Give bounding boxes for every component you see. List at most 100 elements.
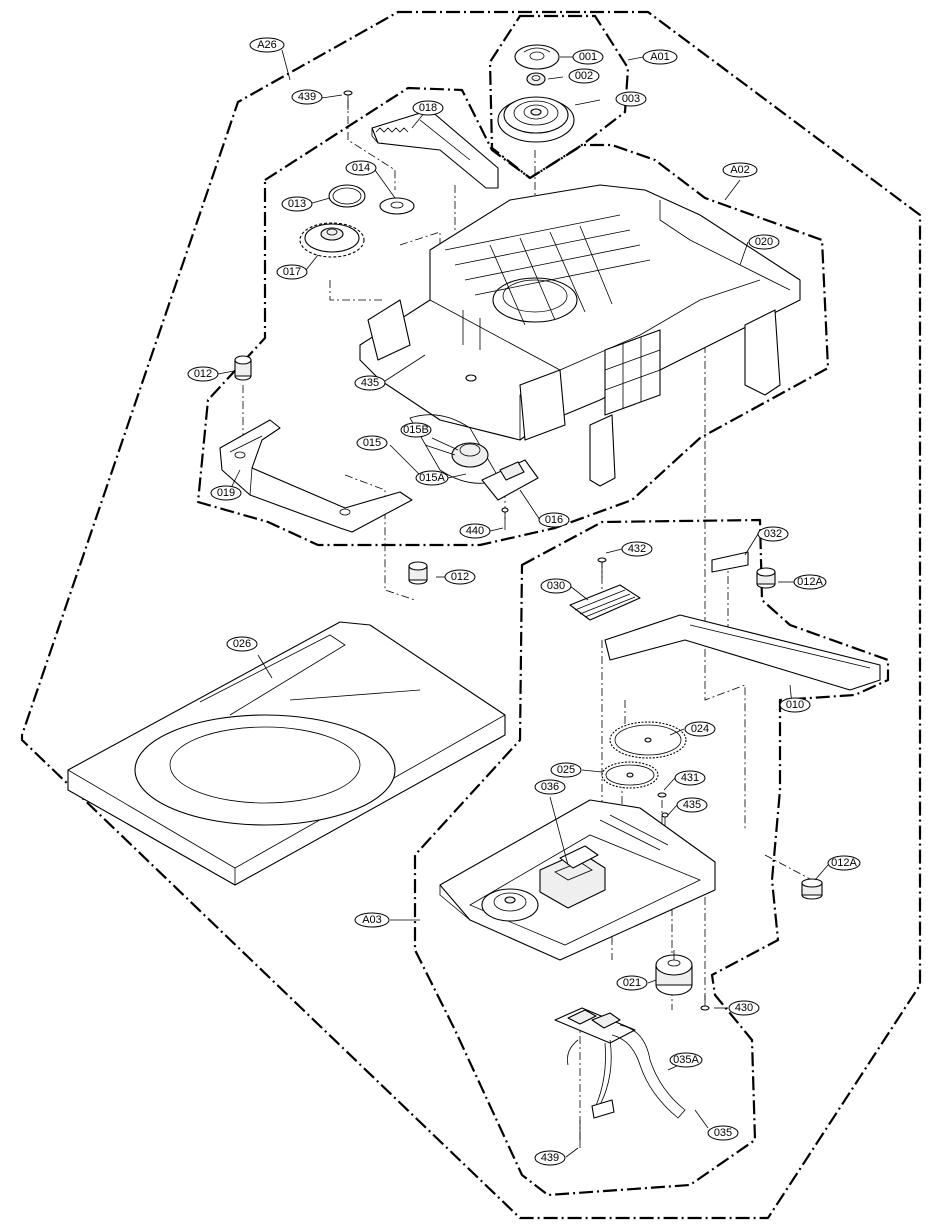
svg-text:432: 432 — [628, 543, 646, 555]
svg-text:020: 020 — [755, 236, 773, 248]
svg-text:026: 026 — [233, 638, 251, 650]
callout-019: 019 — [210, 485, 242, 501]
damper-012-lower — [408, 561, 428, 585]
svg-text:439: 439 — [541, 1152, 559, 1164]
svg-text:010: 010 — [786, 699, 804, 711]
svg-text:015A: 015A — [419, 472, 445, 484]
callout-002: 002 — [568, 68, 600, 84]
callout-030: 030 — [540, 578, 572, 594]
pulley-014 — [379, 197, 415, 215]
callout-036: 036 — [534, 779, 566, 795]
gear-017 — [299, 222, 365, 258]
rack-018 — [371, 109, 499, 189]
svg-text:001: 001 — [579, 51, 597, 63]
screws-435-loader — [462, 310, 481, 382]
svg-text:A26: A26 — [257, 39, 277, 51]
gear-024 — [609, 721, 687, 759]
svg-text:014: 014 — [352, 162, 370, 174]
callout-015b: 015B — [400, 422, 432, 438]
callout-430: 430 — [728, 1000, 760, 1016]
screw-439-top — [343, 90, 353, 110]
disc-tray-026 — [67, 621, 506, 886]
pickup-036 — [559, 845, 599, 869]
callout-025: 025 — [550, 762, 582, 778]
svg-text:018: 018 — [419, 102, 437, 114]
callout-016: 016 — [538, 512, 570, 528]
damper-012-upper — [234, 355, 252, 381]
svg-text:440: 440 — [466, 525, 484, 537]
callout-035a: 035A — [669, 1052, 703, 1068]
callout-a01: A01 — [642, 49, 678, 65]
svg-text:025: 025 — [557, 764, 575, 776]
label-032 — [711, 551, 749, 573]
callout-435-loader: 435 — [354, 375, 386, 391]
svg-text:032: 032 — [764, 528, 782, 540]
callout-020: 020 — [748, 234, 780, 250]
clamper-003 — [497, 96, 575, 143]
callout-032: 032 — [757, 526, 789, 542]
assembly-boundary-a01 — [488, 14, 630, 180]
svg-text:015: 015 — [363, 437, 381, 449]
callout-017: 017 — [276, 264, 308, 280]
svg-text:003: 003 — [622, 93, 640, 105]
svg-text:430: 430 — [735, 1002, 753, 1014]
callout-024: 024 — [684, 721, 716, 737]
svg-text:030: 030 — [547, 580, 565, 592]
callout-012a-upper: 012A — [793, 574, 827, 590]
callout-015a: 015A — [415, 470, 449, 486]
callout-432: 432 — [621, 541, 653, 557]
callout-439-bottom: 439 — [534, 1150, 566, 1166]
callout-003: 003 — [615, 91, 647, 107]
callout-012-upper: 012 — [187, 366, 219, 382]
callout-a26: A26 — [249, 37, 285, 53]
svg-text:A02: A02 — [730, 164, 750, 176]
sled-motor-021 — [655, 950, 693, 996]
svg-text:012A: 012A — [797, 576, 823, 588]
damper-012a-upper — [756, 567, 776, 589]
callout-431: 431 — [674, 770, 706, 786]
flex-cable-010 — [604, 614, 881, 691]
svg-text:015B: 015B — [403, 424, 429, 436]
callout-010: 010 — [779, 697, 811, 713]
screw-440 — [501, 507, 509, 530]
callout-012-lower: 012 — [444, 569, 476, 585]
svg-text:019: 019 — [217, 487, 235, 499]
callout-440: 440 — [459, 523, 491, 539]
svg-text:435: 435 — [683, 799, 701, 811]
callout-015: 015 — [356, 435, 388, 451]
clamper-plate-001 — [514, 44, 560, 70]
callout-001: 001 — [572, 49, 604, 65]
svg-text:013: 013 — [288, 198, 306, 210]
svg-text:A03: A03 — [362, 914, 382, 926]
svg-text:012A: 012A — [831, 857, 857, 869]
svg-text:016: 016 — [545, 514, 563, 526]
svg-text:439: 439 — [298, 91, 316, 103]
svg-text:012: 012 — [451, 571, 469, 583]
svg-text:435: 435 — [361, 377, 379, 389]
screw-430 — [700, 995, 710, 1011]
callout-013: 013 — [281, 196, 313, 212]
callout-018: 018 — [412, 100, 444, 116]
svg-text:A01: A01 — [650, 51, 670, 63]
pcb-035 — [554, 1007, 636, 1044]
callout-026: 026 — [226, 636, 258, 652]
assembly-boundary-a03 — [413, 518, 890, 1197]
mechanism-chassis — [439, 799, 716, 961]
gear-025 — [601, 761, 659, 789]
callout-035: 035 — [707, 1125, 739, 1141]
assembly-boundary-a02 — [196, 86, 830, 547]
svg-text:035: 035 — [714, 1127, 732, 1139]
belt-013 — [328, 184, 366, 208]
loading-cam-019 — [219, 419, 413, 533]
svg-text:021: 021 — [623, 977, 641, 989]
svg-text:024: 024 — [691, 723, 709, 735]
callout-014: 014 — [345, 160, 377, 176]
svg-text:035A: 035A — [673, 1054, 699, 1066]
callout-012a-lower: 012A — [827, 855, 861, 871]
screw-432 — [597, 557, 607, 578]
loading-motor-015 — [409, 414, 501, 484]
callout-439-top: 439 — [291, 89, 323, 105]
loader-base-020 — [359, 184, 801, 487]
